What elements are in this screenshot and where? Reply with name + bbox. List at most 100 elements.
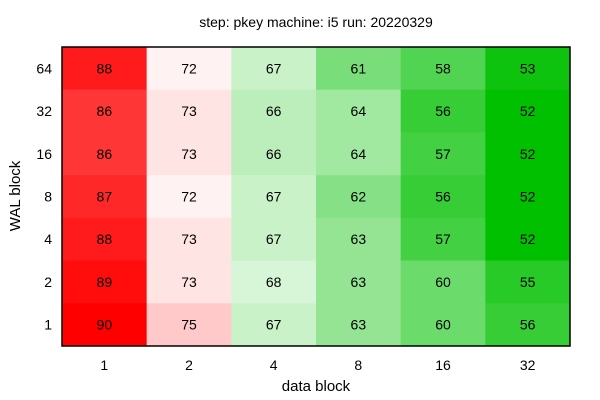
heatmap-cell	[146, 303, 232, 347]
cell-value-label: 56	[435, 103, 451, 119]
heatmap-cell	[400, 89, 486, 133]
y-tick-label: 8	[44, 189, 52, 205]
heatmap-cell	[485, 175, 571, 219]
heatmap-cell	[485, 303, 571, 347]
cell-value-label: 72	[181, 189, 197, 205]
heatmap-cell	[231, 260, 317, 304]
x-tick-label: 2	[185, 357, 193, 373]
heatmap-cell	[146, 47, 232, 91]
cell-value-label: 88	[97, 60, 113, 76]
cell-value-label: 60	[435, 274, 451, 290]
cell-value-label: 87	[97, 189, 113, 205]
heatmap-cell	[400, 303, 486, 347]
cell-value-label: 67	[266, 231, 282, 247]
heatmap-cell	[146, 260, 232, 304]
cell-value-label: 66	[266, 103, 282, 119]
heatmap-cell	[146, 217, 232, 262]
cell-value-label: 89	[97, 274, 113, 290]
cell-value-label: 72	[181, 60, 197, 76]
cell-value-label: 52	[520, 231, 536, 247]
heatmap-cell	[146, 89, 232, 133]
cell-value-label: 57	[435, 231, 451, 247]
heatmap-cell	[62, 89, 148, 133]
heatmap-cell	[485, 132, 571, 176]
cell-value-label: 86	[97, 146, 113, 162]
cell-value-label: 52	[520, 103, 536, 119]
heatmap-cell	[62, 217, 148, 262]
cell-value-label: 88	[97, 231, 113, 247]
cell-value-label: 73	[181, 231, 197, 247]
heatmap-cell	[231, 47, 317, 91]
heatmap-cell	[231, 217, 317, 262]
cell-value-label: 86	[97, 103, 113, 119]
cell-value-label: 60	[435, 317, 451, 333]
heatmap-cell	[400, 175, 486, 219]
cell-value-label: 52	[520, 146, 536, 162]
plot-frame	[61, 46, 571, 347]
cell-value-label: 63	[351, 231, 367, 247]
y-tick-label: 16	[36, 146, 52, 162]
heatmap-cell	[316, 175, 402, 219]
cell-value-label: 67	[266, 60, 282, 76]
cell-value-label: 64	[351, 146, 367, 162]
heatmap-cell	[400, 132, 486, 176]
y-tick-label: 64	[36, 60, 52, 76]
cell-value-label: 66	[266, 146, 282, 162]
y-tick-label: 32	[36, 103, 52, 119]
cell-value-label: 58	[435, 60, 451, 76]
heatmap-cell	[485, 217, 571, 262]
heatmap-cell	[146, 175, 232, 219]
x-tick-label: 1	[100, 357, 108, 373]
cell-value-label: 62	[351, 189, 367, 205]
cell-value-label: 64	[351, 103, 367, 119]
heatmap-cell	[316, 260, 402, 304]
cell-value-label: 90	[97, 317, 113, 333]
heatmap-cell	[231, 132, 317, 176]
heatmap-cell	[316, 132, 402, 176]
y-tick-label: 2	[44, 274, 52, 290]
cell-value-label: 57	[435, 146, 451, 162]
heatmap-cell	[400, 47, 486, 91]
cell-value-label: 63	[351, 317, 367, 333]
heatmap-cell	[316, 303, 402, 347]
heatmap-cell	[62, 132, 148, 176]
cell-value-label: 52	[520, 189, 536, 205]
heatmap-cell	[316, 89, 402, 133]
heatmap-cell	[62, 260, 148, 304]
heatmap-cells: 88 72 67 61 58 53 86 73 66 64 56 52 86 73 66 64 57 52 87 72…	[62, 47, 571, 347]
cell-value-label: 73	[181, 146, 197, 162]
heatmap-cell	[231, 175, 317, 219]
heatmap-cell	[231, 303, 317, 347]
y-axis-label: WAL block	[7, 160, 24, 231]
cell-value-label: 73	[181, 103, 197, 119]
cell-value-label: 67	[266, 189, 282, 205]
heatmap-cell	[485, 260, 571, 304]
cell-value-label: 68	[266, 274, 282, 290]
cell-value-label: 75	[181, 317, 197, 333]
cell-value-label: 73	[181, 274, 197, 290]
heatmap-cell	[231, 89, 317, 133]
cell-value-label: 63	[351, 274, 367, 290]
heatmap-cell	[62, 47, 148, 91]
y-axis-ticks: 64 32 16 8 4 2 1	[36, 60, 52, 332]
cell-value-label: 55	[520, 274, 536, 290]
chart-title: step: pkey machine: i5 run: 20220329	[199, 14, 433, 30]
cell-value-label: 56	[520, 317, 536, 333]
x-tick-label: 32	[520, 357, 536, 373]
cell-value-label: 53	[520, 60, 536, 76]
y-tick-label: 1	[44, 317, 52, 333]
x-tick-label: 8	[354, 357, 362, 373]
y-tick-label: 4	[44, 231, 52, 247]
heatmap-cell	[316, 217, 402, 262]
cell-value-label: 61	[351, 60, 367, 76]
heatmap-cell	[400, 217, 486, 262]
cell-value-label: 67	[266, 317, 282, 333]
heatmap-cell	[146, 132, 232, 176]
heatmap-cell	[62, 303, 148, 347]
x-tick-label: 4	[270, 357, 278, 373]
heatmap-cell	[62, 175, 148, 219]
heatmap-cell	[485, 47, 571, 91]
heatmap-cell	[316, 47, 402, 91]
